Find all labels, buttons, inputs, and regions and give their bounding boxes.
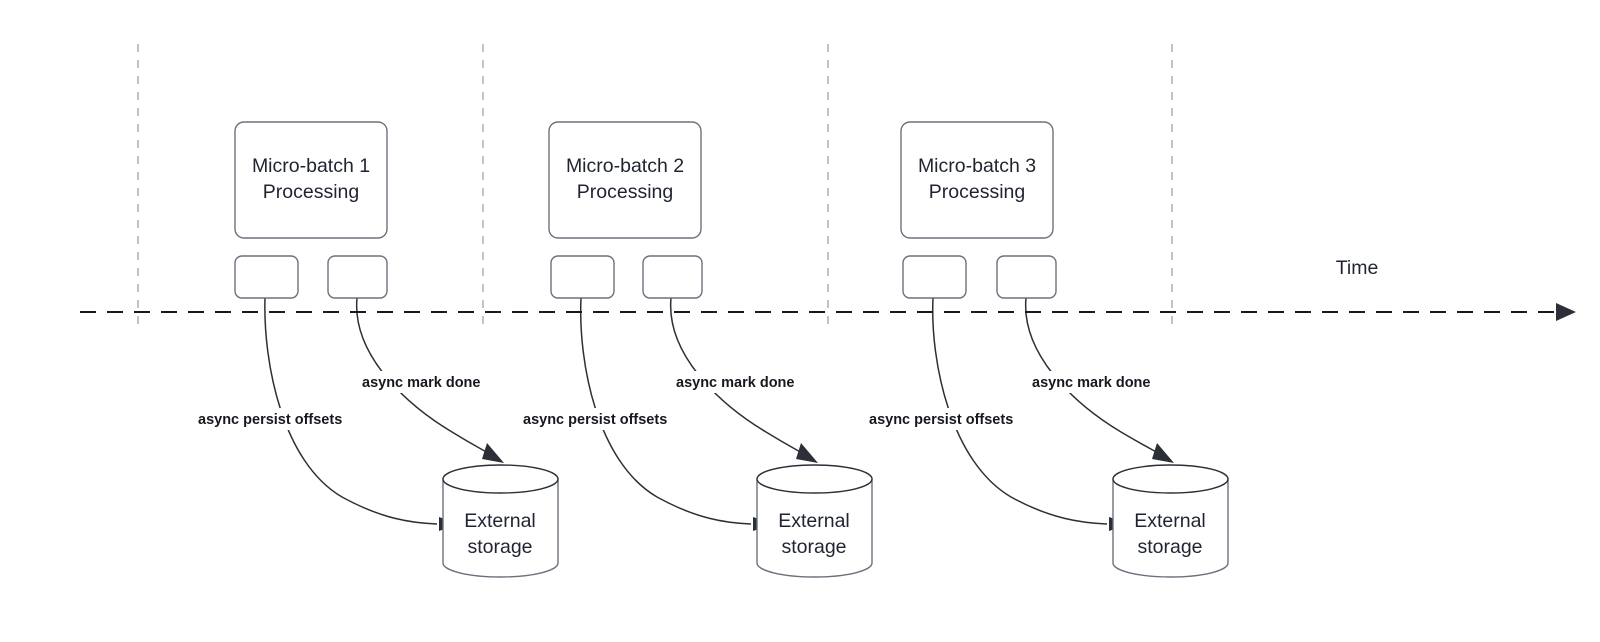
storage-cylinder-3-body[interactable]	[1112, 478, 1229, 578]
batch-label-3-line1: Micro-batch 3	[918, 155, 1036, 177]
label-bg-mark-1	[358, 371, 502, 393]
time-axis-label: Time	[1336, 257, 1379, 279]
batch-label-2-line2: Processing	[577, 181, 673, 203]
label-bg-persist-3	[865, 408, 1045, 430]
curve-mark-3	[1025, 297, 1164, 457]
label-bg-mark-3	[1028, 371, 1172, 393]
storage-label-1-line2: storage	[467, 536, 532, 558]
edge-label-persist-2: async persist offsets	[523, 412, 667, 428]
curve-persist-3	[931, 297, 1108, 525]
batch-label-1-line2: Processing	[263, 181, 359, 203]
storage-label-2-line2: storage	[781, 536, 846, 558]
group-3: Micro-batch 3 Processing async persist o…	[865, 121, 1229, 578]
storage-cylinder-2-top	[756, 464, 873, 494]
curve-persist-1	[264, 297, 438, 525]
label-bg-persist-2	[519, 408, 699, 430]
task-box-2-right[interactable]	[642, 255, 703, 299]
storage-cylinder-3-top	[1112, 464, 1229, 494]
storage-label-3-line2: storage	[1137, 536, 1202, 558]
storage-label-3-line1: External	[1134, 510, 1206, 532]
batch-box-1[interactable]	[234, 121, 388, 239]
edge-label-mark-1: async mark done	[362, 375, 480, 391]
batch-box-2[interactable]	[548, 121, 702, 239]
curve-mark-1	[356, 297, 494, 457]
task-box-1-left[interactable]	[234, 255, 299, 299]
task-box-1-right[interactable]	[327, 255, 388, 299]
batch-box-3[interactable]	[900, 121, 1054, 239]
timeline-axis: Time	[80, 257, 1576, 321]
edge-label-mark-3: async mark done	[1032, 375, 1150, 391]
task-box-3-left[interactable]	[902, 255, 967, 299]
batch-label-1-line1: Micro-batch 1	[252, 155, 370, 177]
curve-mark-2	[670, 297, 808, 457]
arrow-mark-3	[1152, 443, 1174, 463]
batch-label-2-line1: Micro-batch 2	[566, 155, 684, 177]
arrow-mark-1	[482, 443, 504, 463]
edge-label-persist-3: async persist offsets	[869, 412, 1013, 428]
timeline-arrowhead	[1556, 303, 1576, 321]
storage-cylinder-1-body[interactable]	[442, 478, 559, 578]
curve-persist-2	[579, 297, 752, 525]
edge-label-persist-1: async persist offsets	[198, 412, 342, 428]
label-bg-mark-2	[672, 371, 816, 393]
storage-label-1-line1: External	[464, 510, 536, 532]
arrow-mark-2	[796, 443, 818, 463]
task-box-2-left[interactable]	[550, 255, 615, 299]
storage-cylinder-1-top	[442, 464, 559, 494]
task-box-3-right[interactable]	[996, 255, 1057, 299]
edge-label-mark-2: async mark done	[676, 375, 794, 391]
group-2: Micro-batch 2 Processing async persist o…	[519, 121, 873, 578]
batch-label-3-line2: Processing	[929, 181, 1025, 203]
group-1: Micro-batch 1 Processing async persist o…	[194, 121, 559, 578]
storage-cylinder-2-body[interactable]	[756, 478, 873, 578]
storage-label-2-line1: External	[778, 510, 850, 532]
label-bg-persist-1	[194, 408, 374, 430]
